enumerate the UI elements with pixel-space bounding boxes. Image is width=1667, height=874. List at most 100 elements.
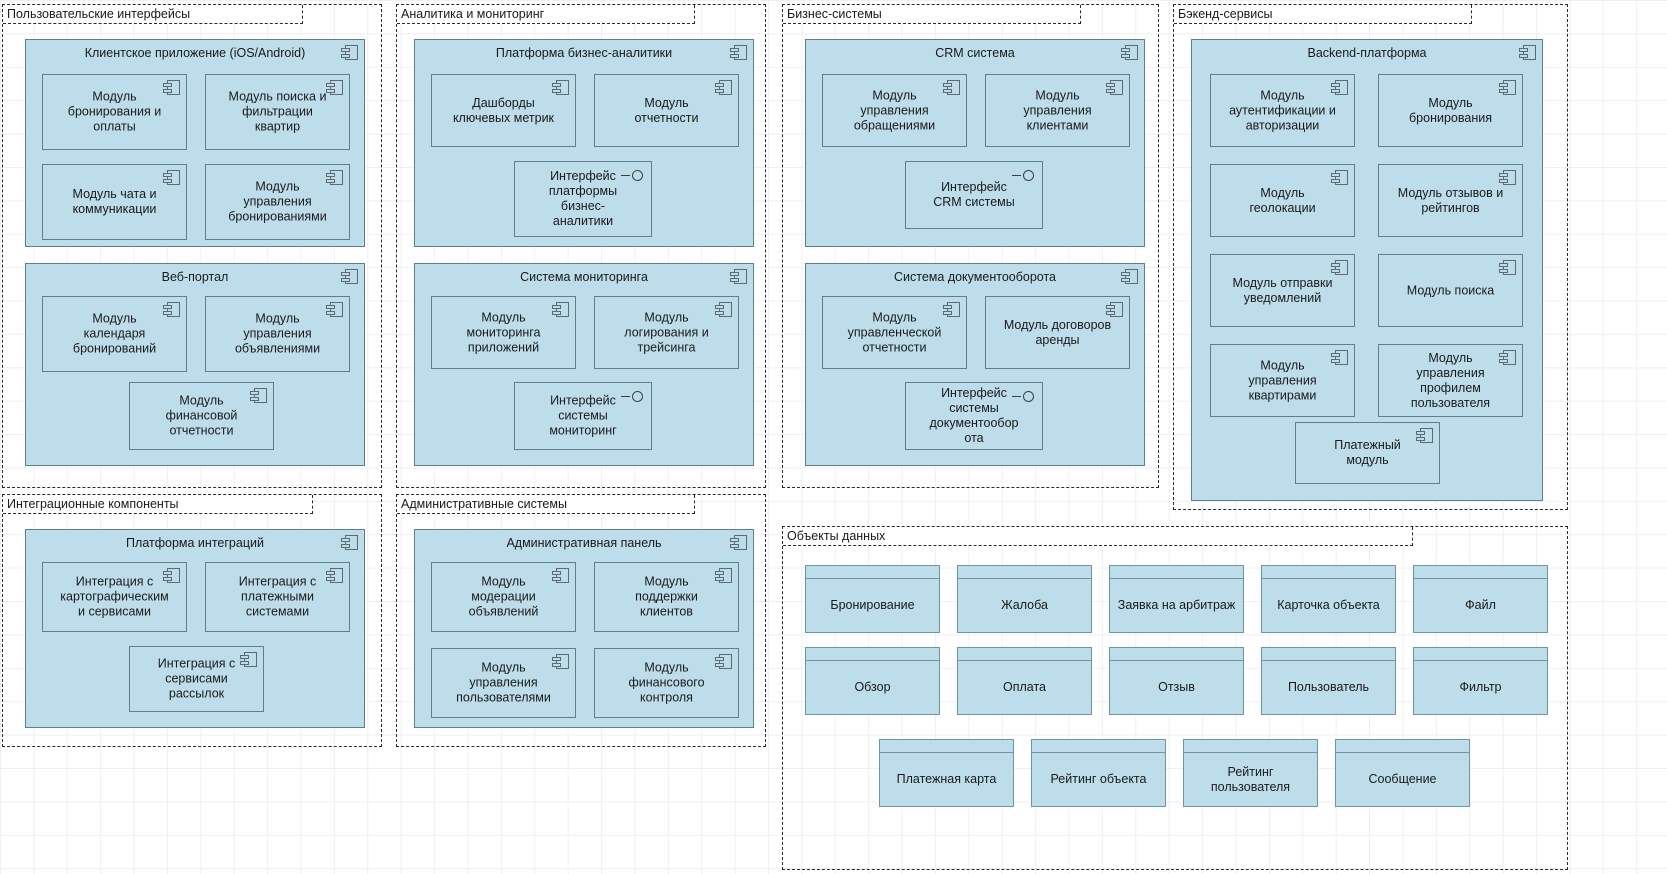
data-object-user-rating[interactable]: Рейтинг пользователя — [1183, 739, 1318, 807]
component-icon — [943, 80, 960, 95]
subcomponent-booking-payment-module[interactable]: Модуль бронирования и оплаты — [42, 74, 187, 150]
data-object-arbitration-request[interactable]: Заявка на арбитраж — [1109, 565, 1244, 633]
data-object-header-bar — [1414, 648, 1547, 661]
component-label: Система документооборота — [894, 270, 1056, 284]
subcomponent-search-filter-module[interactable]: Модуль поиска и фильтрации квартир — [205, 74, 350, 150]
component-label: Модуль логирования и трейсинга — [624, 310, 709, 354]
subcomponent-auth-module[interactable]: Модуль аутентификации и авторизации — [1210, 74, 1355, 147]
component-icon — [552, 302, 569, 317]
data-object-label: Жалоба — [1001, 598, 1048, 612]
subcomponent-key-metrics-dashboards[interactable]: Дашборды ключевых метрик — [431, 74, 576, 147]
subcomponent-user-profile-module[interactable]: Модуль управления профилем пользователя — [1378, 344, 1523, 417]
group-title-user-interfaces: Пользовательские интерфейсы — [3, 5, 303, 24]
subcomponent-geolocation-module[interactable]: Модуль геолокации — [1210, 164, 1355, 237]
subcomponent-maps-integration[interactable]: Интеграция с картографическим и сервисам… — [42, 562, 187, 632]
component-label: Платежный модуль — [1334, 438, 1401, 467]
subcomponent-app-monitoring-module[interactable]: Модуль мониторинга приложений — [431, 296, 576, 369]
data-object-object-rating[interactable]: Рейтинг объекта — [1031, 739, 1166, 807]
subcomponent-document-flow-interface[interactable]: Интерфейс системы документообор ота — [905, 382, 1043, 450]
data-object-object-card[interactable]: Карточка объекта — [1261, 565, 1396, 633]
subcomponent-booking-module[interactable]: Модуль бронирования — [1378, 74, 1523, 147]
component-label: Интерфейс системы документообор ота — [929, 386, 1019, 445]
data-object-payment-card[interactable]: Платежная карта — [879, 739, 1014, 807]
component-icon — [163, 568, 180, 583]
subcomponent-financial-reporting-module[interactable]: Модуль финансовой отчетности — [129, 382, 274, 450]
data-object-booking[interactable]: Бронирование — [805, 565, 940, 633]
component-icon — [1106, 80, 1123, 95]
component-icon — [1499, 170, 1516, 185]
subcomponent-monitoring-system-interface[interactable]: Интерфейс системы мониторинг — [514, 382, 652, 450]
component-icon — [730, 45, 747, 60]
subcomponent-management-reporting-module[interactable]: Модуль управленческой отчетности — [822, 296, 967, 369]
subcomponent-reviews-ratings-module[interactable]: Модуль отзывов и рейтингов — [1378, 164, 1523, 237]
subcomponent-crm-system-interface[interactable]: Интерфейс CRM системы — [905, 161, 1043, 229]
component-icon — [163, 302, 180, 317]
data-object-header-bar — [1110, 566, 1243, 579]
subcomponent-booking-calendar-module[interactable]: Модуль календаря бронирований — [42, 296, 187, 372]
subcomponent-notifications-module[interactable]: Модуль отправки уведомлений — [1210, 254, 1355, 327]
subcomponent-lease-contracts-module[interactable]: Модуль договоров аренды — [985, 296, 1130, 369]
data-object-user[interactable]: Пользователь — [1261, 647, 1396, 715]
component-label: Модуль модерации объявлений — [468, 574, 539, 619]
subcomponent-user-management-module[interactable]: Модуль управления пользователями — [431, 648, 576, 718]
subcomponent-chat-module[interactable]: Модуль чата и коммуникации — [42, 164, 187, 240]
component-icon — [1331, 260, 1348, 275]
component-label: Интерфейс платформы бизнес- аналитики — [548, 169, 618, 228]
data-object-file[interactable]: Файл — [1413, 565, 1548, 633]
component-label: Интеграция с сервисами рассылок — [157, 656, 236, 701]
data-object-label: Заявка на арбитраж — [1117, 598, 1236, 612]
subcomponent-payment-module[interactable]: Платежный модуль — [1295, 422, 1440, 484]
component-icon — [240, 652, 257, 667]
component-icon — [326, 170, 343, 185]
subcomponent-bi-platform-interface[interactable]: Интерфейс платформы бизнес- аналитики — [514, 161, 652, 237]
data-object-label: Рейтинг пользователя — [1210, 764, 1291, 794]
data-object-feedback[interactable]: Отзыв — [1109, 647, 1244, 715]
data-object-complaint[interactable]: Жалоба — [957, 565, 1092, 633]
subcomponent-apartments-management-module[interactable]: Модуль управления квартирами — [1210, 344, 1355, 417]
data-object-header-bar — [1262, 648, 1395, 661]
data-object-filter[interactable]: Фильтр — [1413, 647, 1548, 715]
data-object-payment[interactable]: Оплата — [957, 647, 1092, 715]
subcomponent-financial-control-module[interactable]: Модуль финансового контроля — [594, 648, 739, 718]
component-label: Модуль отзывов и рейтингов — [1397, 185, 1504, 215]
component-icon — [943, 302, 960, 317]
subcomponent-payments-integration[interactable]: Интеграция с платежными системами — [205, 562, 350, 632]
component-label: Модуль финансовой отчетности — [165, 393, 238, 438]
data-object-review-overview[interactable]: Обзор — [805, 647, 940, 715]
subcomponent-customer-management-module[interactable]: Модуль управления клиентами — [985, 74, 1130, 147]
provided-interface-icon — [1012, 391, 1034, 402]
subcomponent-customer-support-module[interactable]: Модуль поддержки клиентов — [594, 562, 739, 632]
subcomponent-case-management-module[interactable]: Модуль управления обращениями — [822, 74, 967, 147]
subcomponent-booking-management-module[interactable]: Модуль управления бронированиями — [205, 164, 350, 240]
subcomponent-logging-tracing-module[interactable]: Модуль логирования и трейсинга — [594, 296, 739, 369]
subcomponent-reporting-module[interactable]: Модуль отчетности — [594, 74, 739, 147]
component-client-app[interactable]: Клиентское приложение (iOS/Android)Модул… — [25, 39, 365, 247]
component-icon — [1331, 350, 1348, 365]
subcomponent-listings-management-module[interactable]: Модуль управления объявлениями — [205, 296, 350, 372]
component-icon — [341, 45, 358, 60]
subcomponent-mailing-integration[interactable]: Интеграция с сервисами рассылок — [129, 646, 264, 712]
data-object-message[interactable]: Сообщение — [1335, 739, 1470, 807]
subcomponent-search-module[interactable]: Модуль поиска — [1378, 254, 1523, 327]
provided-interface-icon — [1012, 170, 1034, 181]
component-icon — [341, 535, 358, 550]
component-icon — [552, 654, 569, 669]
subcomponent-listing-moderation-module[interactable]: Модуль модерации объявлений — [431, 562, 576, 632]
component-label: Backend-платформа — [1307, 46, 1427, 60]
component-label: Платформа бизнес-аналитики — [495, 46, 673, 60]
